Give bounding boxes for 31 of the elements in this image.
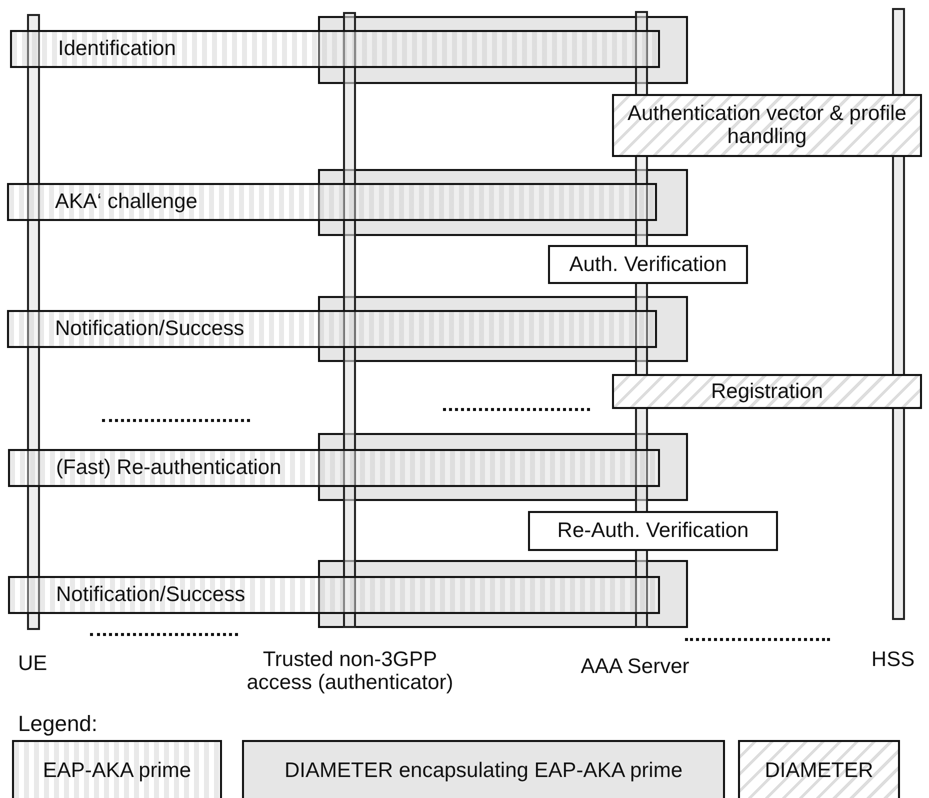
diameter-message-bar	[318, 433, 688, 501]
legend-heading: Legend:	[18, 712, 98, 736]
message-label: Notification/Success	[55, 317, 244, 340]
diameter-process-box	[612, 94, 922, 157]
verification-box	[548, 245, 748, 284]
participant-label: UE	[18, 652, 48, 676]
message-label: Auth. Verification	[568, 252, 728, 276]
message-label: AKA‘ challenge	[55, 190, 198, 214]
eap-message-bar	[7, 310, 657, 348]
diameter-message-bar	[318, 560, 688, 628]
message-label: Registration	[710, 380, 824, 403]
diameter-message-bar	[318, 16, 688, 84]
eap-message-bar	[8, 576, 660, 614]
legend-label: EAP-AKA prime	[42, 759, 192, 782]
eap-message-bar	[7, 183, 657, 221]
participant-label: AAA Server	[580, 655, 690, 678]
message-label: Identification	[58, 37, 176, 60]
diameter-message-bar	[318, 296, 688, 362]
legend-label: DIAMETER encapsulating EAP-AKA prime	[284, 759, 684, 782]
participant-label: Trusted non-3GPP access (authenticator)	[246, 648, 454, 694]
legend-label: DIAMETER	[764, 759, 874, 782]
diameter-process-box	[612, 374, 922, 409]
message-label: Notification/Success	[56, 583, 246, 606]
verification-box	[528, 511, 778, 551]
diameter-message-bar	[318, 169, 688, 236]
eap-message-bar	[8, 449, 660, 487]
message-label: Authentication vector & profile handling	[626, 102, 908, 148]
message-label: (Fast) Re-authentication	[56, 456, 282, 480]
eap-message-bar	[10, 30, 660, 68]
participant-label: HSS	[870, 648, 916, 672]
message-label: Re-Auth. Verification	[556, 519, 750, 542]
